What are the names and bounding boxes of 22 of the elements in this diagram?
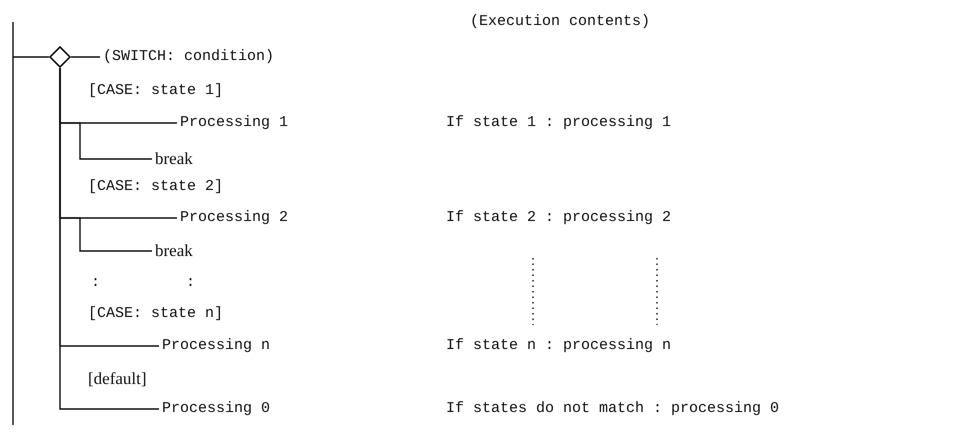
step-text: Processing 1: [180, 114, 288, 132]
step-text: Processing 2: [180, 209, 288, 227]
label-text: [CASE: state 1]: [88, 82, 224, 100]
label-text: If state 2 : processing 2: [446, 209, 672, 227]
step-text: break: [155, 242, 193, 260]
step-text: Processing n: [162, 337, 270, 355]
label-text: :: [186, 274, 196, 292]
label-text: :: [91, 274, 100, 292]
step-text: (SWITCH: condition): [103, 48, 274, 66]
connector-line: [13, 56, 49, 58]
label-text: (Execution contents): [470, 13, 650, 31]
label-text: If states do not match : processing 0: [446, 400, 780, 418]
label-text: [CASE: state n]: [88, 305, 224, 323]
label-text: [CASE: state 2]: [88, 178, 224, 196]
decision-diamond: [49, 46, 71, 68]
connector-line: [71, 56, 100, 58]
connector-line: [59, 68, 159, 410]
label-text: If state n : processing n: [446, 337, 672, 355]
label-text: [default]: [88, 370, 147, 388]
step-text: Processing 0: [162, 400, 270, 418]
step-text: break: [155, 150, 193, 168]
label-text: If state 1 : processing 1: [446, 114, 672, 132]
